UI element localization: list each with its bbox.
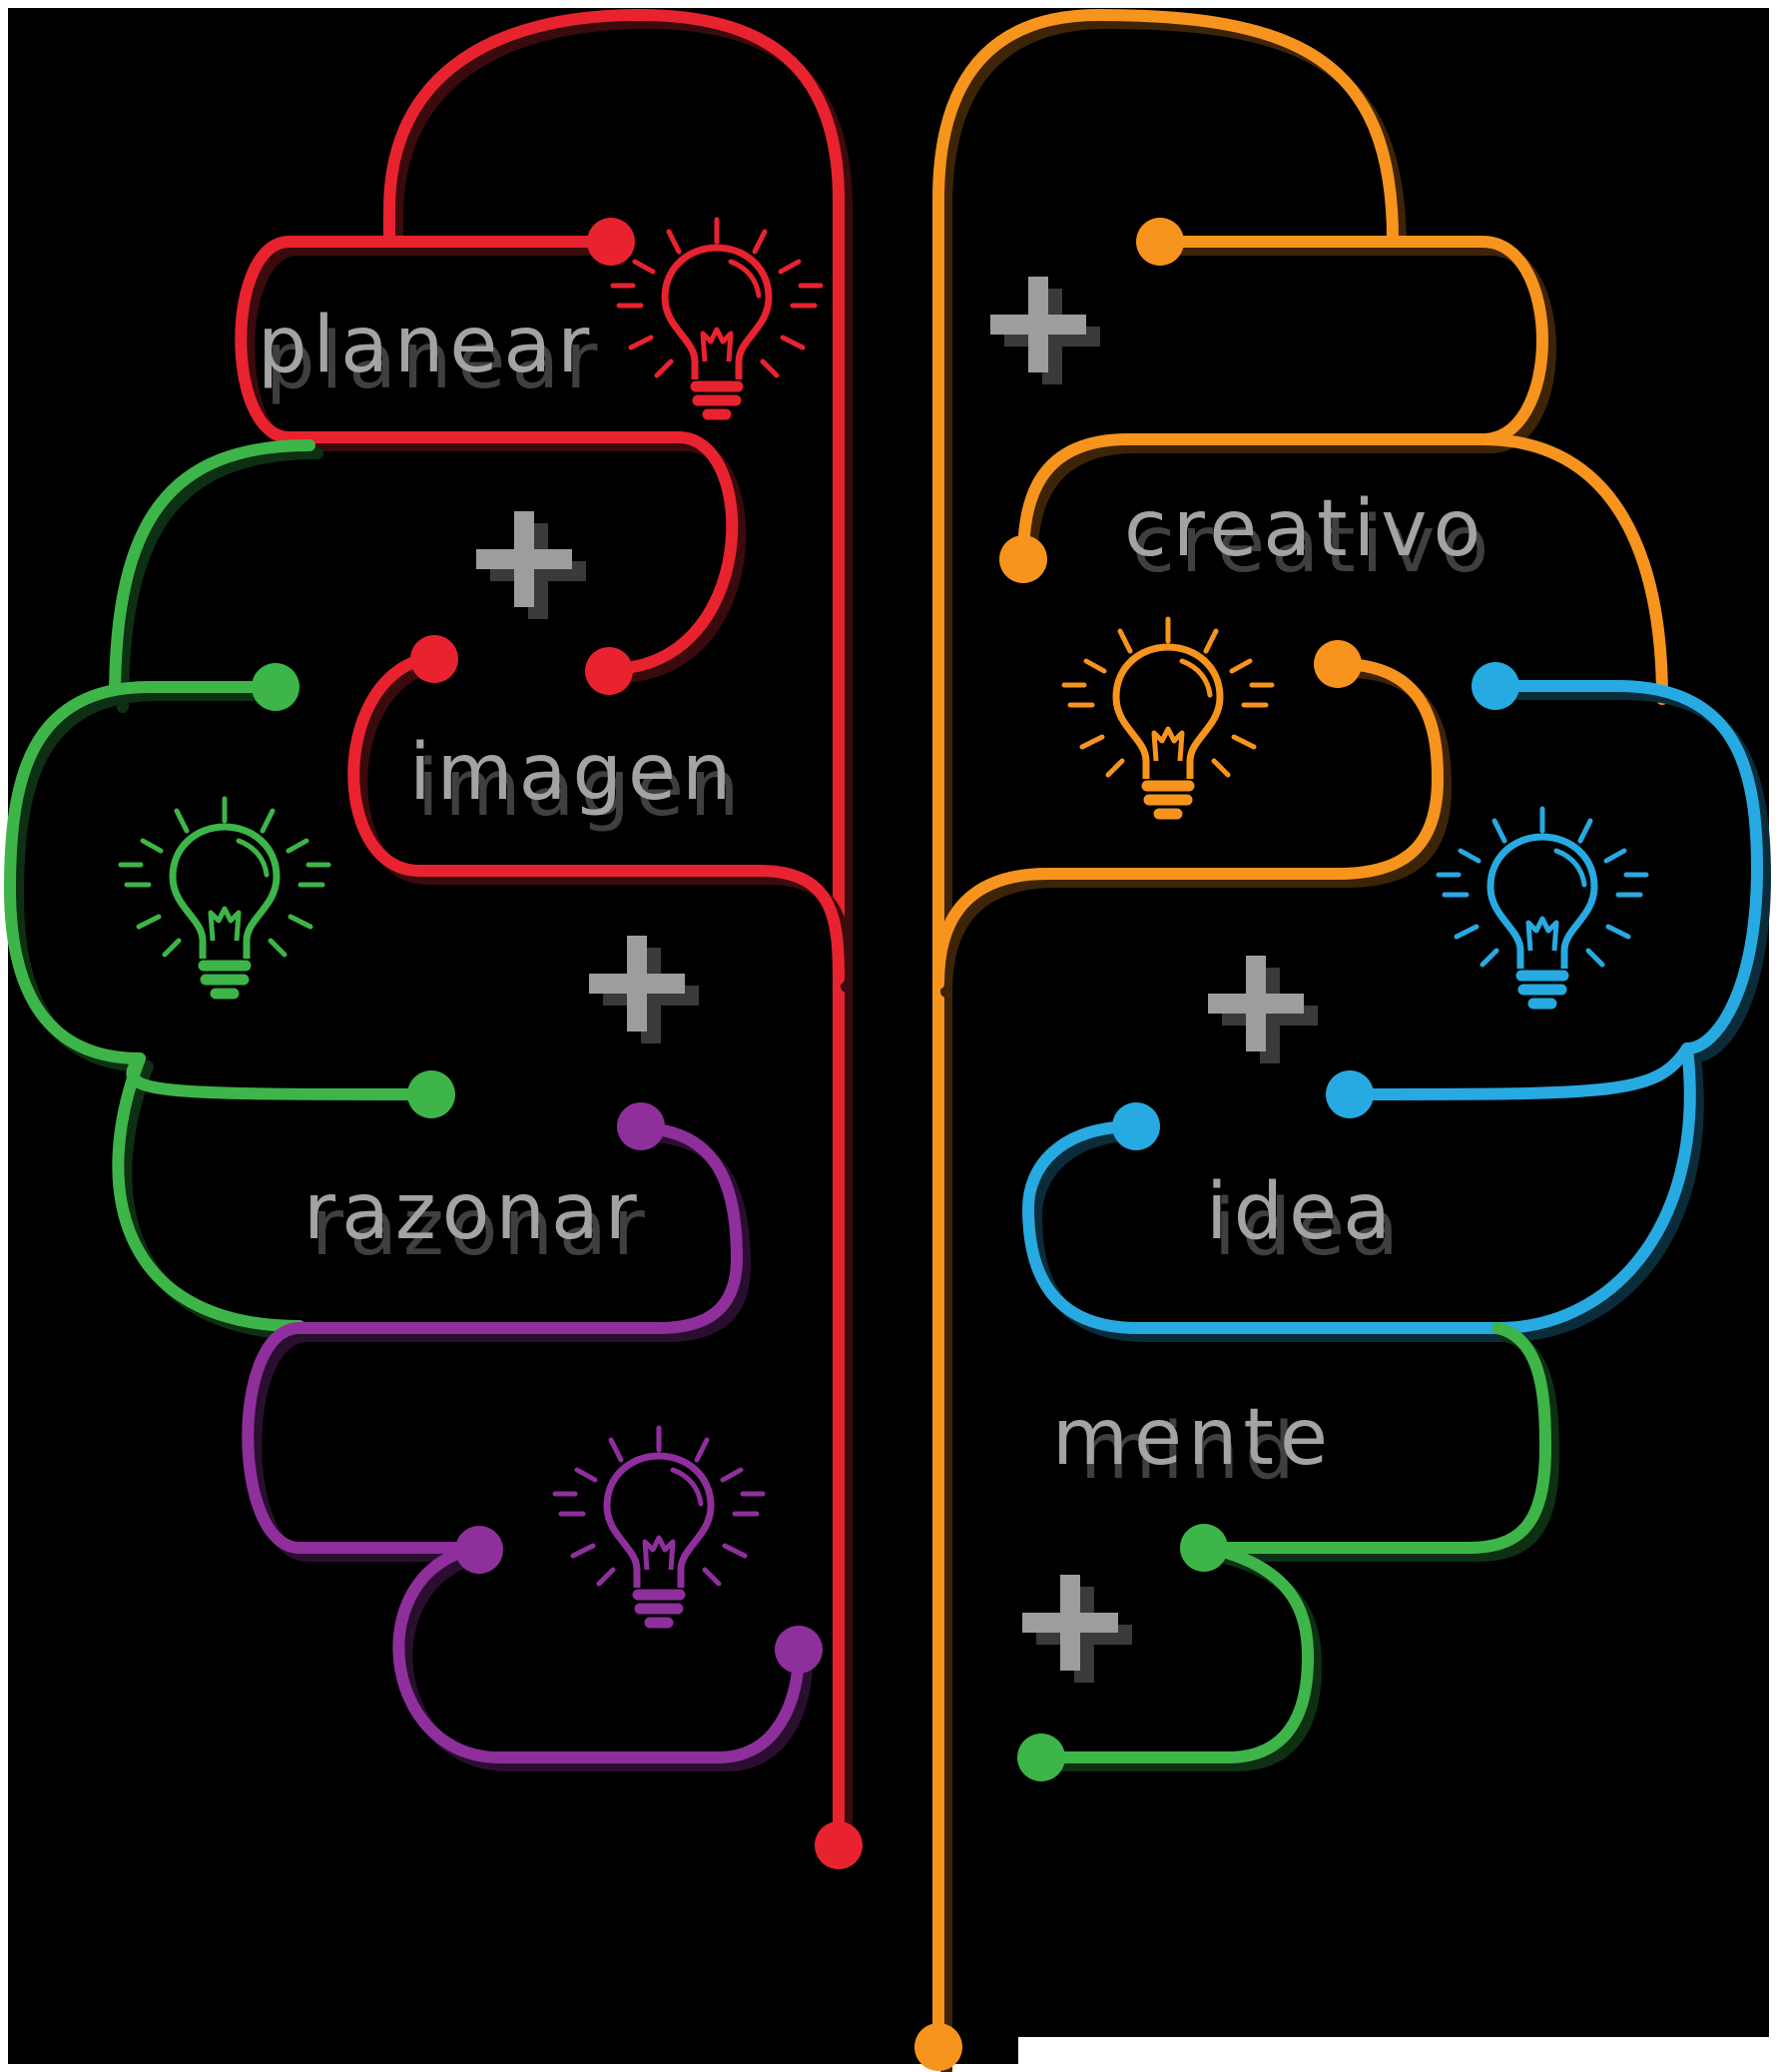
label-creativo-shadow: creativo — [1132, 500, 1494, 590]
green-left-nodes — [252, 663, 455, 1118]
purple-nodes — [455, 1102, 823, 1674]
red-node — [410, 635, 458, 683]
red-node — [585, 647, 633, 695]
blue-node — [1112, 1102, 1160, 1150]
label-idea-shadow: idea — [1214, 1183, 1405, 1273]
orange-node — [914, 2023, 962, 2071]
red-node — [815, 1821, 863, 1869]
orange-node — [1136, 218, 1184, 266]
orange-nodes — [914, 218, 1362, 2071]
green-node — [252, 663, 299, 711]
plus-icon — [589, 936, 699, 1043]
label-mind: mind — [1080, 1407, 1301, 1497]
plus-icon — [990, 277, 1100, 384]
orange-node — [999, 535, 1047, 583]
red-line-nodes — [410, 218, 863, 1869]
label-creativo: creativo — [1124, 484, 1486, 574]
green-right-nodes — [1017, 1524, 1228, 1781]
plus-icon — [1022, 1575, 1132, 1683]
label-razonar: razonar — [303, 1167, 643, 1257]
label-imagen-shadow: imagen — [417, 744, 745, 834]
green-node — [1017, 1733, 1065, 1781]
purple-node — [455, 1526, 503, 1574]
green-node — [1180, 1524, 1228, 1572]
purple-node — [617, 1102, 665, 1150]
label-mente: mente — [1052, 1393, 1334, 1483]
orange-node — [1314, 640, 1362, 688]
green-line-left — [4, 439, 435, 1340]
green-node — [407, 1070, 455, 1118]
blue-node — [1472, 662, 1519, 710]
label-idea: idea — [1206, 1167, 1397, 1257]
purple-line — [242, 1122, 813, 1771]
blue-line — [1022, 680, 1771, 1342]
label-planear: planear — [258, 301, 595, 390]
page-margin — [1018, 2037, 1777, 2072]
background — [8, 8, 1769, 2064]
label-imagen: imagen — [409, 728, 737, 818]
red-line — [235, 9, 853, 1859]
orange-line — [932, 9, 1668, 2072]
label-razonar-shadow: razonar — [311, 1183, 651, 1273]
label-planear-shadow: planear — [266, 317, 603, 406]
blue-node — [1326, 1070, 1374, 1118]
purple-node — [775, 1626, 823, 1674]
blue-nodes — [1112, 662, 1519, 1150]
plus-icon — [476, 511, 586, 619]
red-node — [587, 218, 635, 266]
plus-icon — [1208, 956, 1318, 1063]
